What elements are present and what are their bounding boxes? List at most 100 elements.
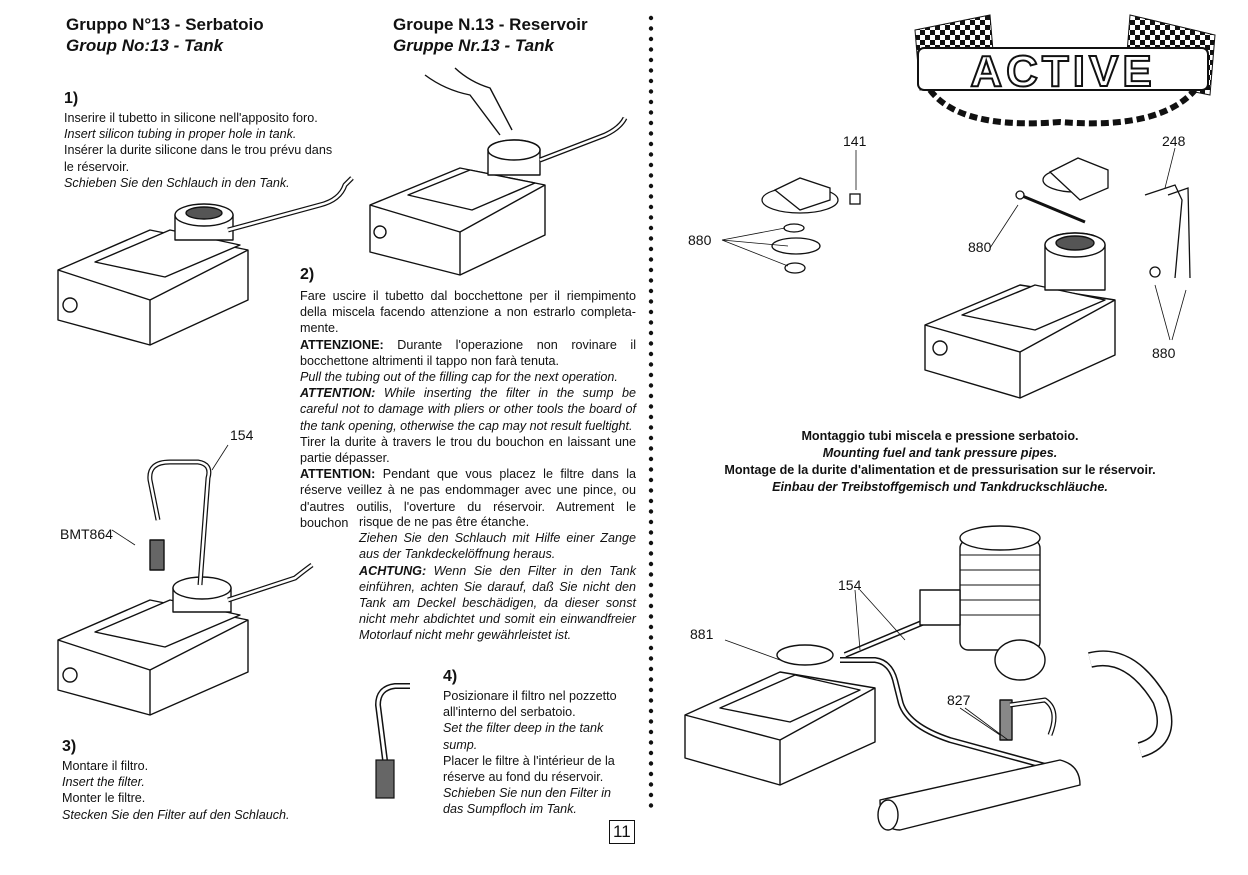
divider-dot <box>648 509 654 514</box>
divider-dot <box>648 582 654 588</box>
active-logo: ACTIVE <box>914 14 1216 127</box>
divider-dot <box>648 131 654 136</box>
step-3-en: Insert the filter. <box>62 775 145 790</box>
step-3-text: Montare il filtro. Insert the filter. Mo… <box>62 758 322 823</box>
label-827: 827 <box>947 692 971 708</box>
step-2-warn-fr: ATTENTION: Pendant que vous placez le fi… <box>300 466 636 531</box>
divider-dot <box>648 792 654 798</box>
title-english: Group No:13 - Tank <box>66 36 224 55</box>
step-3-de: Stecken Sie den Filter auf den Schlauch. <box>62 807 290 822</box>
divider-dot <box>648 782 654 787</box>
step-1-fr-1: Insérer la durite silicone dans le trou … <box>64 143 333 158</box>
divider-dot <box>648 729 654 735</box>
divider-dot <box>648 677 654 682</box>
divider-dot <box>648 498 654 504</box>
step-2-warn-fr-label: ATTENTION: <box>300 467 376 482</box>
step-2-warn-de-text: Wenn Sie den Filter in den Tank einführe… <box>359 563 636 643</box>
divider-dot <box>648 519 654 525</box>
filter-tube-drawing <box>374 683 410 799</box>
label-bmt864: BMT864 <box>60 526 113 542</box>
divider-dot <box>648 488 654 493</box>
step-4-en-2: sump. <box>443 737 478 752</box>
step-2-warn-en-label: ATTENTION: <box>300 386 376 401</box>
divider-dot <box>648 393 654 399</box>
divider-dot <box>648 257 654 262</box>
tank-drawing-2 <box>369 67 628 276</box>
step-4-text: Posizionare il filtro nel pozzetto all'i… <box>443 688 643 818</box>
divider-dot <box>648 341 654 346</box>
caption-de: Einbau der Treibstoffgemisch und Tankdru… <box>772 480 1108 494</box>
step-2-warn-it-label: ATTENZIONE: <box>300 337 384 352</box>
mounting-caption: Montaggio tubi miscela e pressione serba… <box>690 428 1190 496</box>
step-1-number: 1) <box>64 90 79 107</box>
step-4-de-1: Schieben Sie nun den Filter in <box>443 786 612 801</box>
title-german: Gruppe Nr.13 - Tank <box>393 36 554 55</box>
step-2-fr-end: risque de ne pas être étanche. <box>359 515 530 529</box>
divider-dot <box>648 267 654 273</box>
divider-dot <box>648 246 654 252</box>
divider-dot <box>648 750 654 756</box>
divider-dot <box>648 89 654 94</box>
divider-dot <box>648 383 654 388</box>
label-154-top: 154 <box>230 427 254 443</box>
divider-dot <box>648 68 654 73</box>
divider-dot <box>648 635 654 640</box>
divider-dot <box>648 173 654 178</box>
step-2-warn-fr-text: Pendant que vous placez le filtre dans l… <box>300 467 636 530</box>
engine-assembly-drawing <box>684 525 1173 831</box>
divider-dot <box>648 446 654 451</box>
divider-dot <box>648 15 654 21</box>
label-154-bottom: 154 <box>838 577 862 593</box>
step-2-warn-it: ATTENZIONE: Durante l'operazione non rov… <box>300 337 636 369</box>
step-4-fr-1: Placer le filtre à l'intérieur de la <box>443 753 615 768</box>
divider-dot <box>648 435 654 441</box>
divider-dot <box>648 740 654 745</box>
divider-dot <box>648 225 654 231</box>
pressure-fitting-parts <box>721 147 1191 341</box>
title-italian: Gruppo N°13 - Serbatoio <box>66 15 264 34</box>
divider-dot <box>648 593 654 598</box>
divider-dot <box>648 236 654 241</box>
label-880-right: 880 <box>1152 345 1176 361</box>
divider-dot <box>648 425 654 430</box>
divider-dot <box>648 78 654 84</box>
caption-fr: Montage de la durite d'alimentation et d… <box>724 463 1156 477</box>
divider-dot <box>648 761 654 766</box>
step-2-text: Fare uscire il tubetto dal bocchettone p… <box>300 288 636 531</box>
divider-dot <box>648 477 654 483</box>
divider-dot <box>648 26 654 31</box>
step-3-number: 3) <box>62 738 77 755</box>
step-3-fr: Monter le filtre. <box>62 791 146 806</box>
divider-dot <box>648 656 654 661</box>
title-french: Groupe N.13 - Reservoir <box>393 15 588 34</box>
step-4-it-2: all'interno del serbatoio. <box>443 705 576 720</box>
divider-dot <box>648 57 654 63</box>
label-141: 141 <box>843 133 867 149</box>
divider-dot <box>648 687 654 693</box>
divider-dot <box>648 603 654 609</box>
step-2-number: 2) <box>300 266 315 283</box>
divider-dot <box>648 666 654 672</box>
divider-dot <box>648 467 654 472</box>
step-2-it: Fare uscire il tubetto dal bocchettone p… <box>300 289 636 336</box>
label-880-left: 880 <box>688 232 712 248</box>
step-4-de-2: das Sumpfloch im Tank. <box>443 802 577 817</box>
divider-dot <box>648 645 654 651</box>
step-2-text-cont: risque de ne pas être étanche. Ziehen Si… <box>359 514 636 644</box>
tank-drawing-3 <box>57 444 314 716</box>
step-2-warn-de: ACHTUNG: Wenn Sie den Filter in den Tank… <box>359 563 636 644</box>
page-number: 11 <box>609 820 635 844</box>
divider-dot <box>648 351 654 357</box>
divider-dot <box>648 110 654 115</box>
divider-dot <box>648 708 654 714</box>
tank-drawing-4 <box>924 232 1116 399</box>
step-1-text: Inserire il tubetto in silicone nell'app… <box>64 110 354 191</box>
step-4-number: 4) <box>443 668 458 685</box>
divider-dot <box>648 99 654 105</box>
step-2-warn-de-label: ACHTUNG: <box>359 563 427 578</box>
step-2-warn-en-text: While inserting the filter in the sump b… <box>300 386 636 433</box>
divider-dot <box>648 309 654 315</box>
divider-dot <box>648 299 654 304</box>
label-248: 248 <box>1162 133 1186 149</box>
